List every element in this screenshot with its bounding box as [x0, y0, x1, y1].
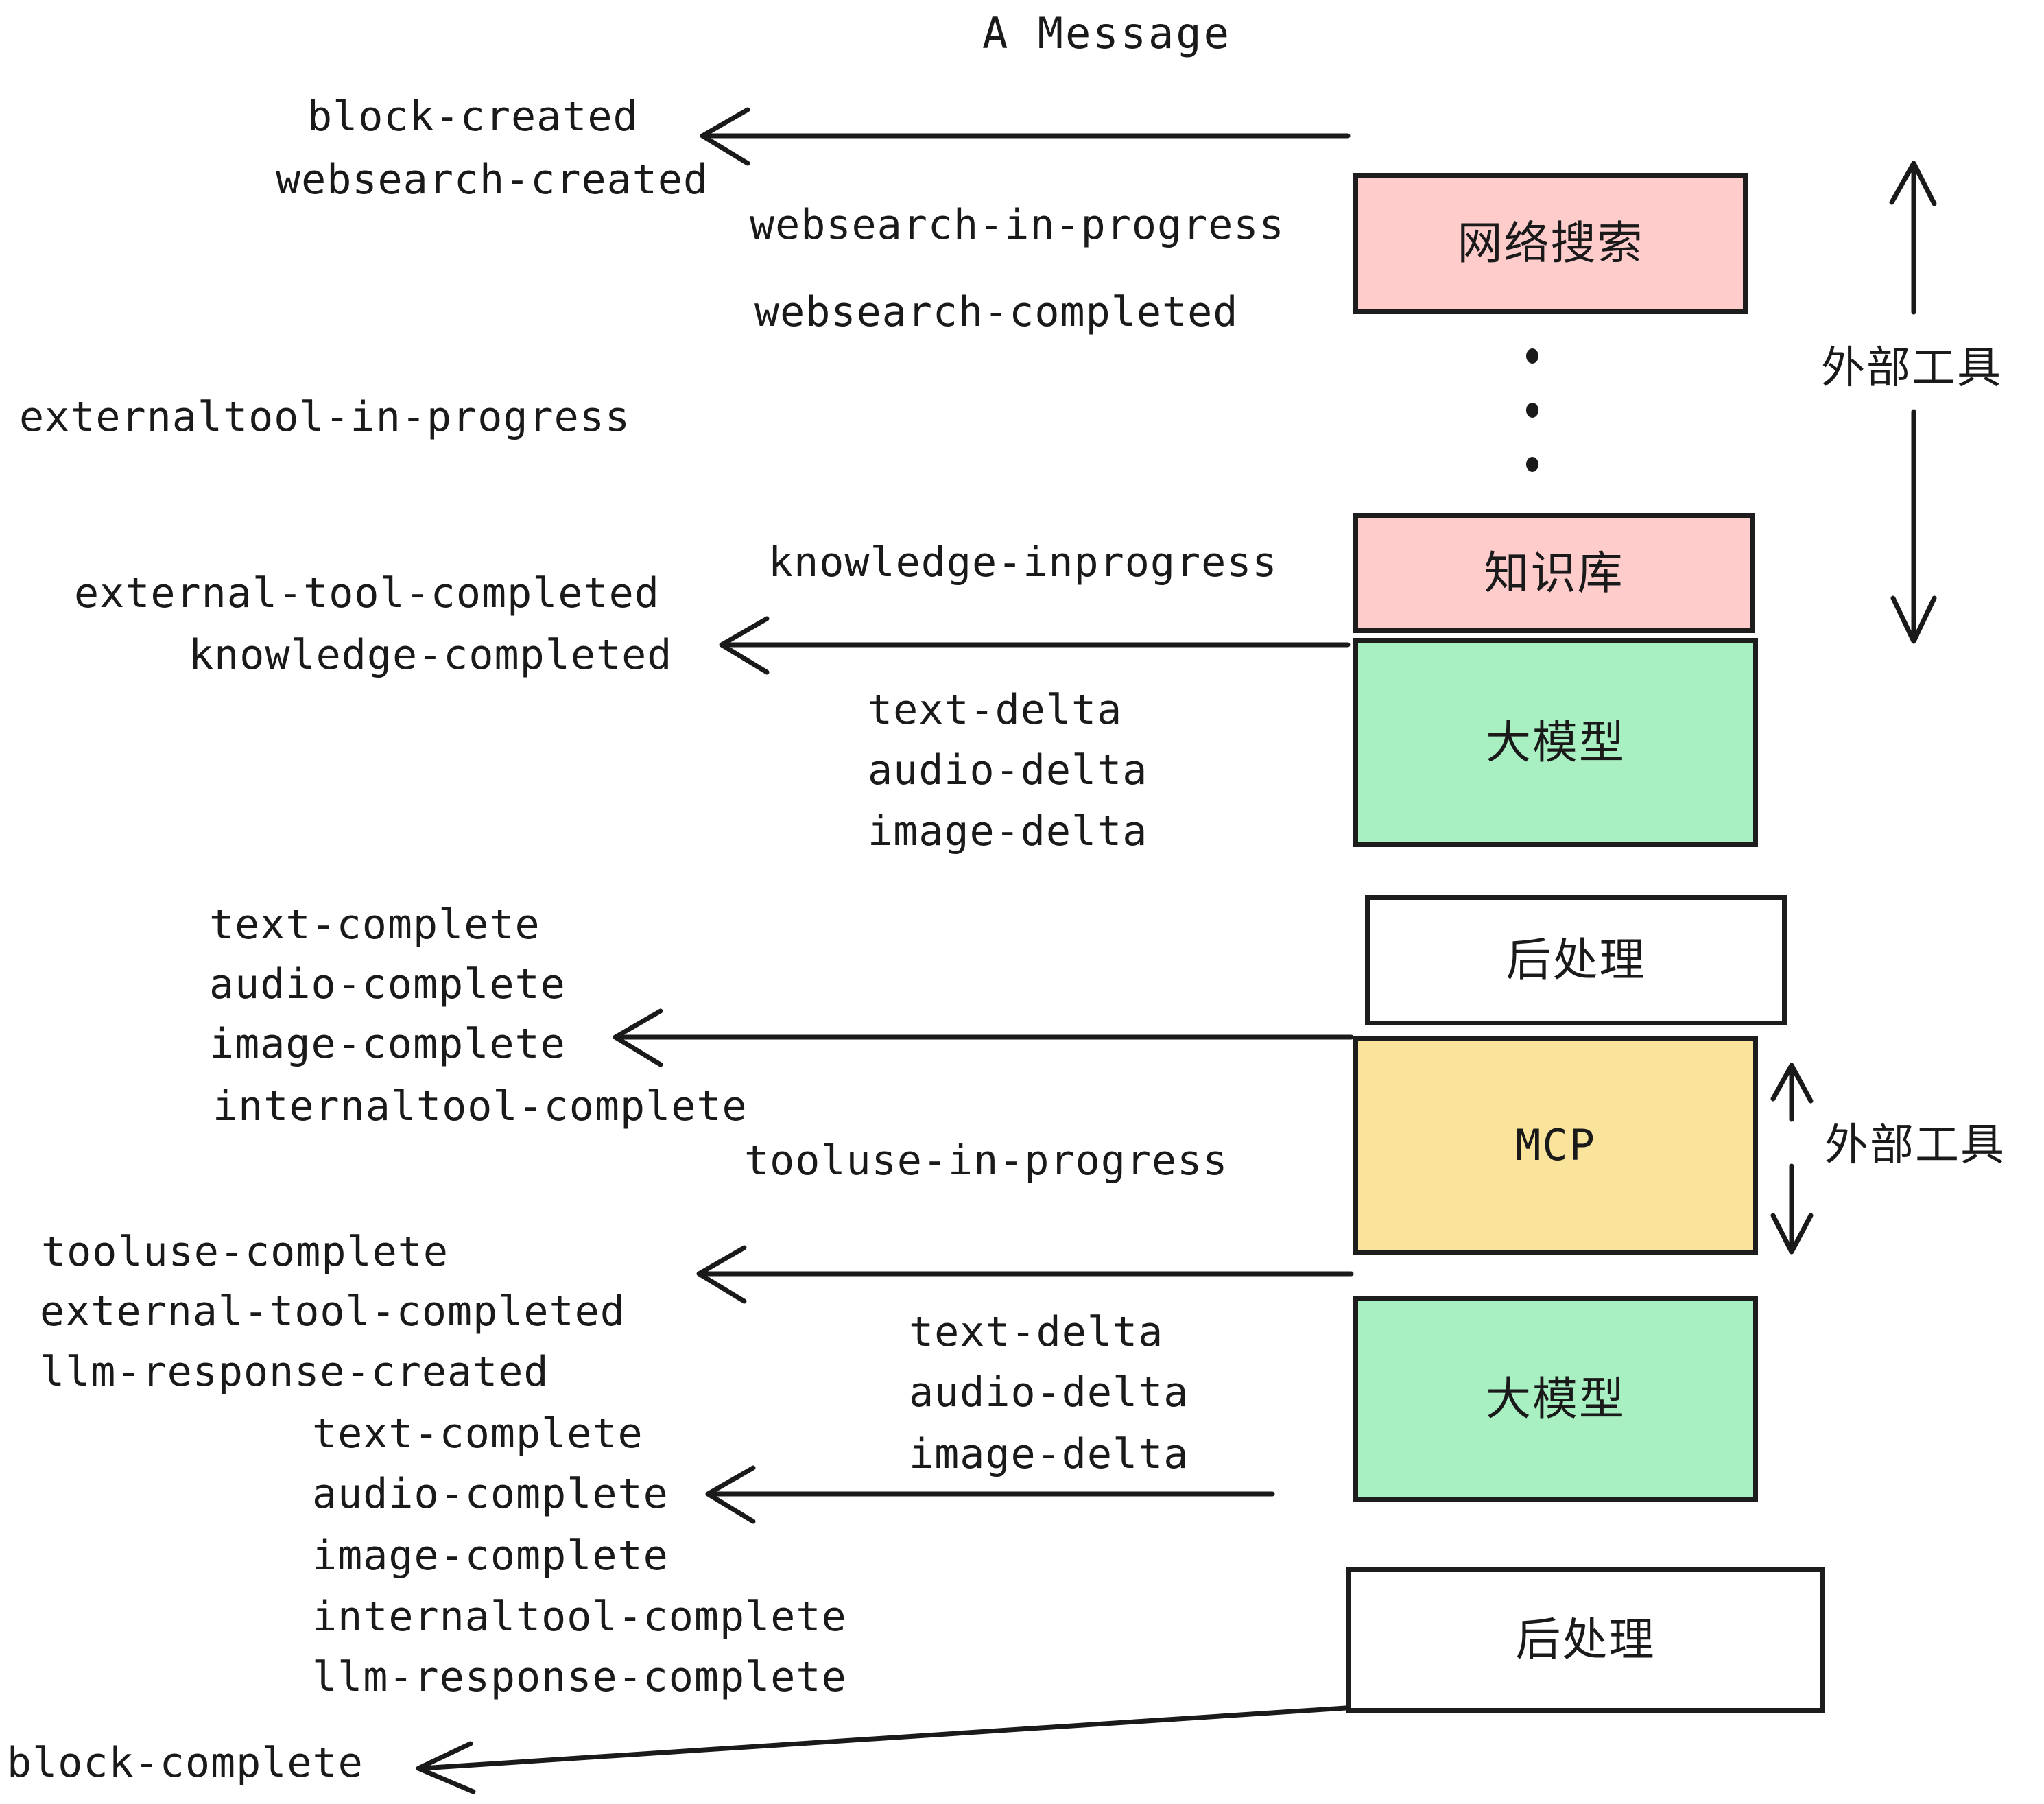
box-label-llm-first: 大模型 — [1486, 715, 1626, 769]
event-llm-response-created: llm-response-created — [40, 1348, 549, 1396]
arrow-block-complete — [416, 1705, 1348, 1794]
box-llm-second[interactable]: 大模型 — [1353, 1296, 1758, 1502]
event-text-complete-second: text-complete — [312, 1410, 643, 1458]
event-externaltool-in-progress: externaltool-in-progress — [19, 393, 630, 441]
event-llm-response-complete: llm-response-complete — [312, 1653, 847, 1701]
event-image-delta-second: image-delta — [909, 1430, 1189, 1478]
box-label-llm-second: 大模型 — [1486, 1373, 1626, 1425]
event-block-complete: block-complete — [7, 1739, 364, 1787]
event-knowledge-completed: knowledge-completed — [189, 631, 673, 679]
box-label-postprocess-first: 后处理 — [1506, 934, 1646, 986]
event-audio-delta-second: audio-delta — [909, 1368, 1189, 1416]
bidirectional-arrow-external-tool-top — [1889, 161, 1937, 644]
box-label-websearch: 网络搜索 — [1457, 217, 1644, 270]
event-websearch-completed: websearch-completed — [754, 288, 1239, 336]
box-postprocess-second[interactable]: 后处理 — [1346, 1567, 1825, 1713]
event-image-complete-first: image-complete — [209, 1020, 566, 1068]
box-llm-first[interactable]: 大模型 — [1353, 638, 1758, 847]
event-tooluse-complete: tooluse-complete — [41, 1228, 449, 1276]
event-audio-complete-first: audio-complete — [209, 960, 566, 1008]
event-websearch-created: websearch-created — [276, 156, 709, 204]
side-label-external-tool-bottom: 外部工具 — [1825, 1120, 2006, 1171]
bidirectional-arrow-external-tool-bottom — [1770, 1063, 1814, 1255]
event-image-delta-first: image-delta — [868, 807, 1148, 855]
arrow-tooluse-complete — [696, 1245, 1354, 1304]
event-websearch-in-progress: websearch-in-progress — [750, 201, 1285, 249]
arrow-block-created — [700, 107, 1351, 166]
box-label-knowledge: 知识库 — [1484, 546, 1624, 600]
box-label-mcp: MCP — [1515, 1120, 1596, 1170]
vertical-ellipsis-icon — [1525, 348, 1539, 472]
event-text-delta-second: text-delta — [909, 1308, 1164, 1356]
event-internaltool-complete-second: internaltool-complete — [312, 1593, 847, 1641]
event-internaltool-complete-first: internaltool-complete — [213, 1082, 748, 1130]
arrow-knowledge-completed — [719, 616, 1351, 675]
event-image-complete-second: image-complete — [312, 1532, 669, 1580]
event-text-complete-first: text-complete — [209, 901, 540, 949]
box-postprocess-first[interactable]: 后处理 — [1365, 895, 1787, 1025]
event-tooluse-in-progress: tooluse-in-progress — [744, 1137, 1228, 1185]
event-audio-complete-second: audio-complete — [312, 1470, 669, 1518]
event-block-created: block-created — [307, 93, 639, 141]
event-external-tool-completed-first: external-tool-completed — [74, 569, 660, 617]
box-mcp[interactable]: MCP — [1353, 1036, 1758, 1255]
event-text-delta-first: text-delta — [868, 686, 1123, 734]
box-knowledge[interactable]: 知识库 — [1353, 513, 1755, 633]
box-label-postprocess-second: 后处理 — [1515, 1613, 1656, 1666]
event-audio-delta-first: audio-delta — [868, 746, 1148, 794]
box-websearch[interactable]: 网络搜索 — [1353, 173, 1748, 314]
arrow-image-complete — [613, 1008, 1354, 1067]
event-knowledge-inprogress: knowledge-inprogress — [768, 538, 1278, 586]
page-title: A Message — [982, 8, 1231, 58]
event-external-tool-completed-second: external-tool-completed — [40, 1287, 626, 1336]
side-label-external-tool-top: 外部工具 — [1821, 343, 2002, 394]
